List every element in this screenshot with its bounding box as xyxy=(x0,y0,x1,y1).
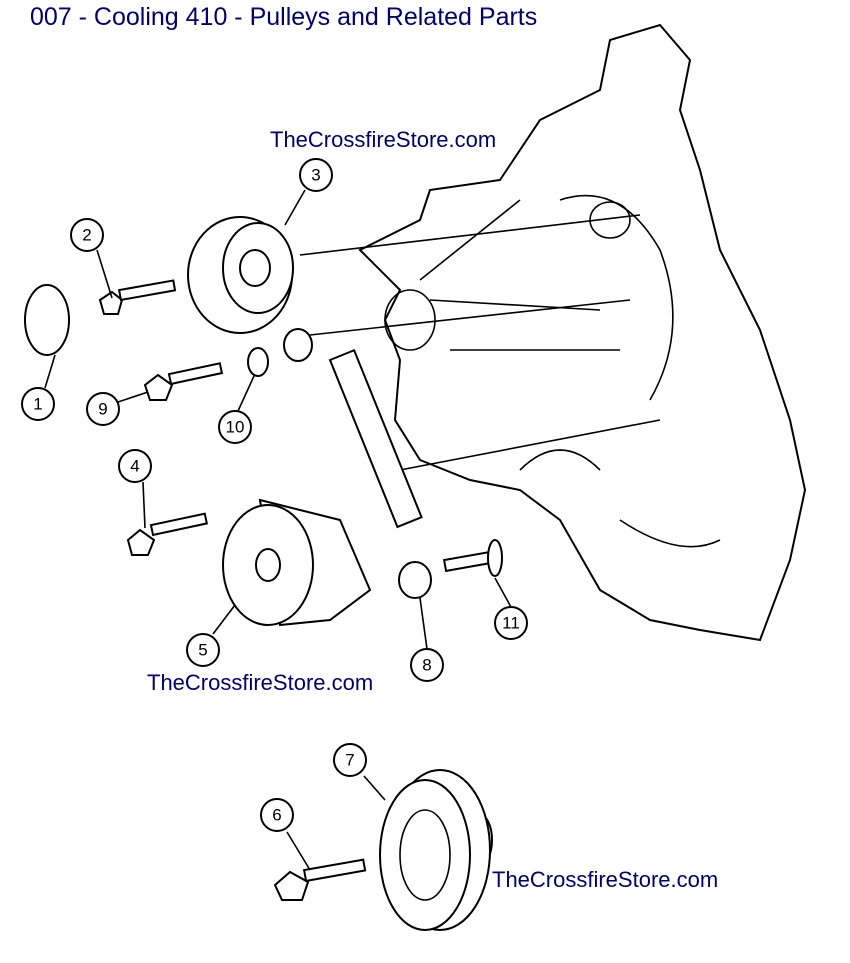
watermark-top: TheCrossfireStore.com xyxy=(270,127,497,152)
svg-text:11: 11 xyxy=(502,614,520,633)
callout-8[interactable]: 8 xyxy=(410,648,444,682)
part-7-crank-pulley xyxy=(379,769,493,931)
svg-text:3: 3 xyxy=(311,166,320,185)
callout-1[interactable]: 1 xyxy=(21,387,55,421)
diagram-title: 007 - Cooling 410 - Pulleys and Related … xyxy=(30,3,538,31)
callout-3[interactable]: 3 xyxy=(299,158,333,192)
part-8-damper xyxy=(283,328,432,599)
svg-text:6: 6 xyxy=(272,806,281,825)
svg-text:2: 2 xyxy=(82,226,91,245)
watermark-bottom: TheCrossfireStore.com xyxy=(492,867,719,892)
callout-9[interactable]: 9 xyxy=(86,392,120,426)
callout-7[interactable]: 7 xyxy=(333,743,367,777)
svg-text:7: 7 xyxy=(345,751,354,770)
part-4-bolt xyxy=(126,512,209,556)
svg-text:10: 10 xyxy=(226,418,245,437)
callout-4[interactable]: 4 xyxy=(118,449,152,483)
engine-timing-cover xyxy=(358,23,807,642)
callout-5[interactable]: 5 xyxy=(186,633,220,667)
part-5-tensioner xyxy=(222,498,372,627)
watermark-middle: TheCrossfireStore.com xyxy=(147,670,374,695)
callout-2[interactable]: 2 xyxy=(70,218,104,252)
part-10-washer xyxy=(247,347,269,377)
part-1-cap xyxy=(24,284,70,356)
part-3-idler-pulley xyxy=(187,216,294,334)
part-6-bolt xyxy=(273,858,367,901)
part-11-bolt xyxy=(442,539,503,577)
part-9-bolt xyxy=(143,362,224,401)
callout-6[interactable]: 6 xyxy=(260,798,294,832)
svg-text:9: 9 xyxy=(98,400,107,419)
svg-text:1: 1 xyxy=(33,395,42,414)
callout-11[interactable]: 11 xyxy=(494,606,528,640)
svg-text:4: 4 xyxy=(130,457,139,476)
svg-text:8: 8 xyxy=(422,656,431,675)
callout-10[interactable]: 10 xyxy=(218,410,252,444)
svg-text:5: 5 xyxy=(198,641,207,660)
